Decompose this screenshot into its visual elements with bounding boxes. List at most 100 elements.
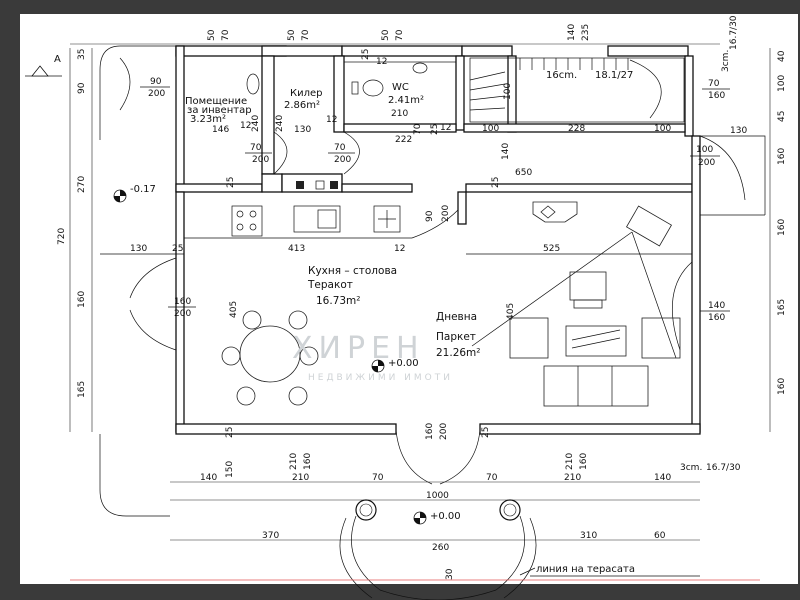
svg-text:200: 200 — [148, 89, 165, 99]
svg-text:405: 405 — [229, 301, 239, 318]
stairs-text-a: 16cm. — [546, 70, 577, 81]
svg-text:25: 25 — [491, 177, 501, 188]
svg-text:160: 160 — [174, 297, 191, 307]
kitchen-name: Кухня – столова — [308, 265, 397, 277]
svg-text:140: 140 — [501, 143, 511, 160]
svg-text:25: 25 — [225, 427, 235, 438]
svg-text:3cm.: 3cm. — [680, 463, 702, 473]
svg-text:222: 222 — [395, 135, 412, 145]
terrace-line-label: линия на терасата — [536, 564, 635, 575]
svg-text:130: 130 — [730, 126, 747, 136]
svg-text:50: 50 — [381, 29, 391, 41]
svg-text:60: 60 — [654, 531, 666, 541]
pantry-room: Килер 2.86m² 240 240 130 12 — [246, 73, 337, 135]
drawing-sheet — [20, 14, 798, 584]
storage-room: Помещение за инвентар 3.23m² 90 200 146 … — [119, 57, 252, 135]
svg-text:210: 210 — [564, 473, 581, 483]
svg-text:140: 140 — [567, 24, 577, 41]
svg-text:12: 12 — [376, 57, 387, 67]
watermark-text: ХИРЕН — [292, 331, 425, 366]
svg-text:70: 70 — [486, 473, 498, 483]
svg-text:100: 100 — [503, 83, 513, 100]
svg-text:16.7/30: 16.7/30 — [729, 15, 739, 50]
svg-text:16.7/30: 16.7/30 — [706, 463, 741, 473]
living-floor: Паркет — [436, 331, 476, 343]
stairs-text-b: 18.1/27 — [595, 70, 633, 81]
svg-text:130: 130 — [130, 244, 147, 254]
section-marker: A — [25, 54, 62, 77]
watermark: ХИРЕН НЕДВИЖИМИ ИМОТИ — [292, 331, 453, 383]
svg-text:310: 310 — [580, 531, 597, 541]
svg-text:12: 12 — [240, 121, 251, 131]
svg-text:160: 160 — [303, 453, 313, 470]
kitchen-area: 16.73m² — [316, 295, 361, 307]
svg-text:160: 160 — [777, 148, 787, 165]
level-marker-terrace: +0.00 — [413, 511, 461, 525]
svg-text:200: 200 — [334, 155, 351, 165]
stair-winder — [469, 83, 506, 91]
svg-text:165: 165 — [77, 381, 87, 398]
svg-text:70: 70 — [413, 123, 423, 135]
svg-text:25: 25 — [481, 427, 491, 438]
svg-text:270: 270 — [77, 176, 87, 193]
svg-text:90: 90 — [425, 210, 435, 222]
svg-text:200: 200 — [439, 423, 449, 440]
svg-text:100: 100 — [654, 124, 671, 134]
svg-text:160: 160 — [77, 291, 87, 308]
stair-winder — [469, 107, 506, 111]
svg-text:413: 413 — [288, 244, 305, 254]
stair-winder — [469, 71, 506, 81]
svg-text:240: 240 — [251, 115, 261, 132]
svg-text:12: 12 — [394, 244, 405, 254]
svg-text:50: 50 — [287, 29, 297, 41]
svg-text:25: 25 — [172, 244, 183, 254]
svg-text:30: 30 — [445, 568, 455, 580]
entrance: 160 200 25 25 210 160 210 160 150 140 21… — [170, 423, 741, 580]
svg-text:160: 160 — [708, 313, 725, 323]
living-room: 525 405 140 160 Дневна Паркет 21.26m² — [436, 201, 730, 407]
svg-text:70: 70 — [708, 79, 720, 89]
svg-text:100: 100 — [482, 124, 499, 134]
svg-text:70: 70 — [250, 143, 262, 153]
svg-text:70: 70 — [221, 29, 231, 41]
svg-text:210: 210 — [391, 109, 408, 119]
wc-name: WC — [392, 82, 409, 93]
svg-text:70: 70 — [334, 143, 346, 153]
svg-text:200: 200 — [252, 155, 269, 165]
svg-text:+0.00: +0.00 — [388, 358, 419, 369]
svg-text:140: 140 — [200, 473, 217, 483]
kitchen-floor: Теракот — [307, 279, 353, 291]
terrace: +0.00 линия на терасата — [70, 499, 760, 600]
hall: 70 200 70 200 222 140 100 200 70 160 25 … — [113, 79, 746, 203]
svg-text:90: 90 — [77, 82, 87, 94]
svg-text:210: 210 — [289, 453, 299, 470]
wc-room: WC 2.41m² 210 12 70 12 25 25 — [343, 49, 457, 135]
living-area: 21.26m² — [436, 347, 481, 359]
svg-text:720: 720 — [57, 228, 67, 245]
storage-area: 3.23m² — [190, 114, 226, 125]
stair-winder — [469, 95, 506, 101]
svg-text:210: 210 — [292, 473, 309, 483]
staircase: 16cm. 18.1/27 100 100 228 100 — [469, 57, 685, 134]
svg-text:70: 70 — [395, 29, 405, 41]
top-dimensions: 50 70 50 70 50 70 140 235 16.7/30 3cm. — [70, 15, 739, 72]
watermark-subtitle: НЕДВИЖИМИ ИМОТИ — [308, 373, 453, 383]
svg-text:+0.00: +0.00 — [430, 511, 461, 522]
svg-text:405: 405 — [506, 303, 516, 320]
svg-text:235: 235 — [581, 24, 591, 41]
svg-text:1000: 1000 — [426, 491, 449, 501]
svg-text:370: 370 — [262, 531, 279, 541]
svg-text:45: 45 — [777, 111, 787, 122]
svg-text:130: 130 — [294, 125, 311, 135]
svg-text:150: 150 — [225, 461, 235, 478]
svg-text:40: 40 — [777, 50, 787, 62]
svg-text:160: 160 — [579, 453, 589, 470]
wc-area: 2.41m² — [388, 95, 424, 106]
svg-text:70: 70 — [372, 473, 384, 483]
svg-text:200: 200 — [698, 158, 715, 168]
svg-text:165: 165 — [777, 299, 787, 316]
kitchen-dining: 90 200 413 12 130 25 405 160 200 Кухня –… — [100, 205, 459, 406]
living-name: Дневна — [436, 311, 477, 323]
